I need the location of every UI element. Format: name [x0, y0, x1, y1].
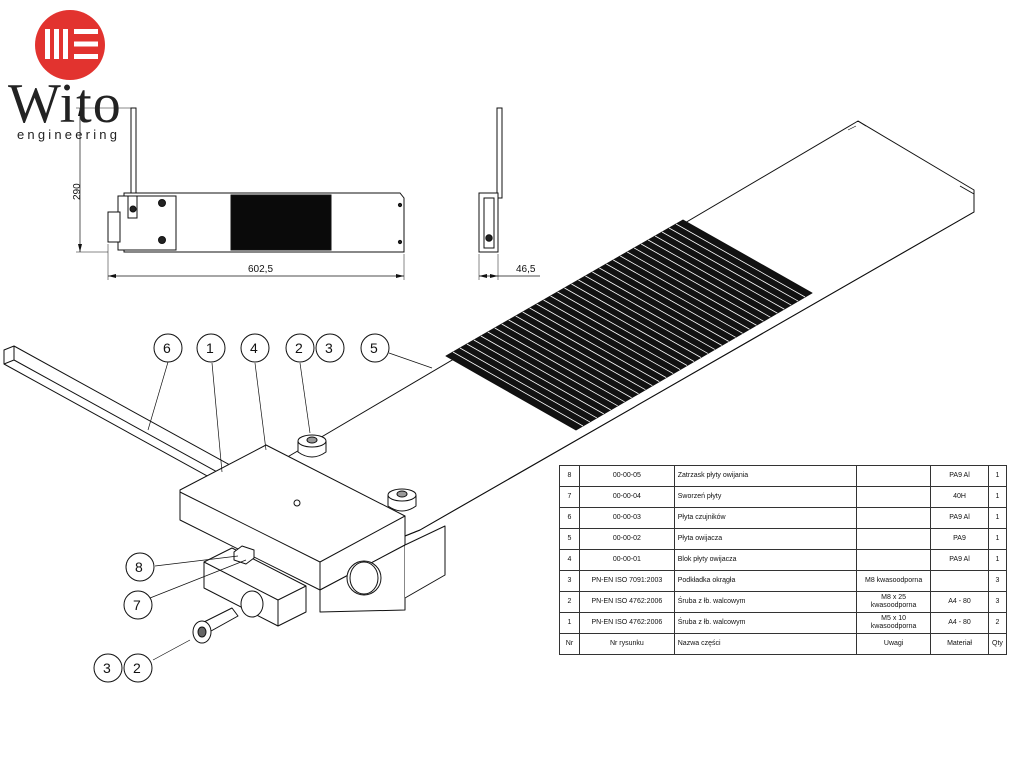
- bom-cell-nr: 5: [559, 528, 580, 550]
- bom-cell-name: Blok płyty owijacza: [673, 549, 858, 571]
- balloon-3-bottom: 3: [93, 653, 123, 683]
- svg-text:6: 6: [163, 340, 171, 356]
- balloon-5: 5: [360, 333, 390, 363]
- bom-cell-name: Sworzeń płyty: [673, 486, 858, 508]
- front-view: [76, 107, 405, 280]
- balloon-1: 1: [196, 333, 226, 363]
- bom-cell-notes: M5 x 10 kwasoodporna: [856, 612, 932, 634]
- bom-cell-drawing: PN-EN ISO 4762:2006: [578, 612, 675, 634]
- bom-cell-nr: 6: [559, 507, 580, 529]
- bom-header-cell: Nr rysunku: [578, 633, 675, 655]
- bom-cell-notes: M8 kwasoodporna: [856, 570, 932, 592]
- bom-header-cell: Nazwa części: [673, 633, 858, 655]
- bom-cell-qty: 2: [987, 612, 1008, 634]
- bom-cell-qty: 1: [987, 507, 1008, 529]
- bom-cell-name: Śruba z łb. walcowym: [673, 612, 858, 634]
- bom-cell-notes: [856, 528, 932, 550]
- svg-text:3: 3: [325, 340, 333, 356]
- isometric-assembly: [3, 120, 975, 661]
- balloon-7: 7: [123, 590, 153, 620]
- svg-text:2: 2: [133, 660, 141, 676]
- bom-cell-qty: 3: [987, 591, 1008, 613]
- bom-cell-name: Płyta owijacza: [673, 528, 858, 550]
- balloon-3-top: 3: [315, 333, 345, 363]
- bom-cell-drawing: 00-00-04: [578, 486, 675, 508]
- company-logo: Wito engineering: [0, 0, 140, 150]
- bom-cell-drawing: 00-00-03: [578, 507, 675, 529]
- bom-cell-material: [930, 570, 989, 592]
- bom-cell-material: A4 - 80: [930, 612, 989, 634]
- bom-cell-notes: [856, 549, 932, 571]
- bom-cell-material: 40H: [930, 486, 989, 508]
- bom-cell-material: A4 - 80: [930, 591, 989, 613]
- bom-cell-nr: 3: [559, 570, 580, 592]
- bom-cell-qty: 1: [987, 465, 1008, 487]
- svg-text:1: 1: [206, 340, 214, 356]
- bom-cell-material: PA9 Al: [930, 549, 989, 571]
- side-view: [478, 107, 540, 280]
- bom-cell-notes: [856, 507, 932, 529]
- bom-cell-material: PA9: [930, 528, 989, 550]
- bom-cell-nr: 1: [559, 612, 580, 634]
- bom-cell-drawing: PN-EN ISO 4762:2006: [578, 591, 675, 613]
- bom-cell-name: Zatrzask płyty owijania: [673, 465, 858, 487]
- svg-text:7: 7: [133, 597, 141, 613]
- bom-header-cell: Materiał: [930, 633, 989, 655]
- dim-height-label: 290: [72, 183, 83, 200]
- bom-header-cell: Qty: [987, 633, 1008, 655]
- bom-cell-name: Śruba z łb. walcowym: [673, 591, 858, 613]
- balloon-8: 8: [125, 552, 155, 582]
- bom-cell-qty: 1: [987, 486, 1008, 508]
- dim-length-label: 602,5: [248, 264, 273, 275]
- svg-text:3: 3: [103, 660, 111, 676]
- bom-cell-nr: 8: [559, 465, 580, 487]
- bom-cell-notes: [856, 465, 932, 487]
- bom-cell-material: PA9 Al: [930, 507, 989, 529]
- bom-cell-name: Podkładka okrągła: [673, 570, 858, 592]
- balloon-2-bottom: 2: [123, 653, 153, 683]
- svg-text:8: 8: [135, 559, 143, 575]
- logo-tagline: engineering: [17, 127, 121, 142]
- bom-cell-nr: 4: [559, 549, 580, 571]
- bom-cell-material: PA9 Al: [930, 465, 989, 487]
- bom-cell-notes: M8 x 25 kwasoodporna: [856, 591, 932, 613]
- svg-text:4: 4: [250, 340, 258, 356]
- bom-header-cell: Uwagi: [856, 633, 932, 655]
- svg-text:5: 5: [370, 340, 378, 356]
- svg-text:2: 2: [295, 340, 303, 356]
- bom-cell-qty: 3: [987, 570, 1008, 592]
- balloon-6: 6: [153, 333, 183, 363]
- bom-cell-drawing: 00-00-05: [578, 465, 675, 487]
- bom-cell-drawing: PN-EN ISO 7091:2003: [578, 570, 675, 592]
- balloon-4: 4: [240, 333, 270, 363]
- bom-cell-qty: 1: [987, 528, 1008, 550]
- bom-cell-qty: 1: [987, 549, 1008, 571]
- logo-brand-text: Wito: [8, 73, 122, 135]
- bom-cell-notes: [856, 486, 932, 508]
- bom-cell-nr: 2: [559, 591, 580, 613]
- balloon-2-top: 2: [285, 333, 315, 363]
- bom-header-cell: Nr: [559, 633, 580, 655]
- bom-cell-nr: 7: [559, 486, 580, 508]
- bom-cell-drawing: 00-00-02: [578, 528, 675, 550]
- logo-mark-icon: [35, 10, 105, 80]
- bom-cell-drawing: 00-00-01: [578, 549, 675, 571]
- bom-cell-name: Płyta czujników: [673, 507, 858, 529]
- dim-width-label: 46,5: [516, 264, 536, 275]
